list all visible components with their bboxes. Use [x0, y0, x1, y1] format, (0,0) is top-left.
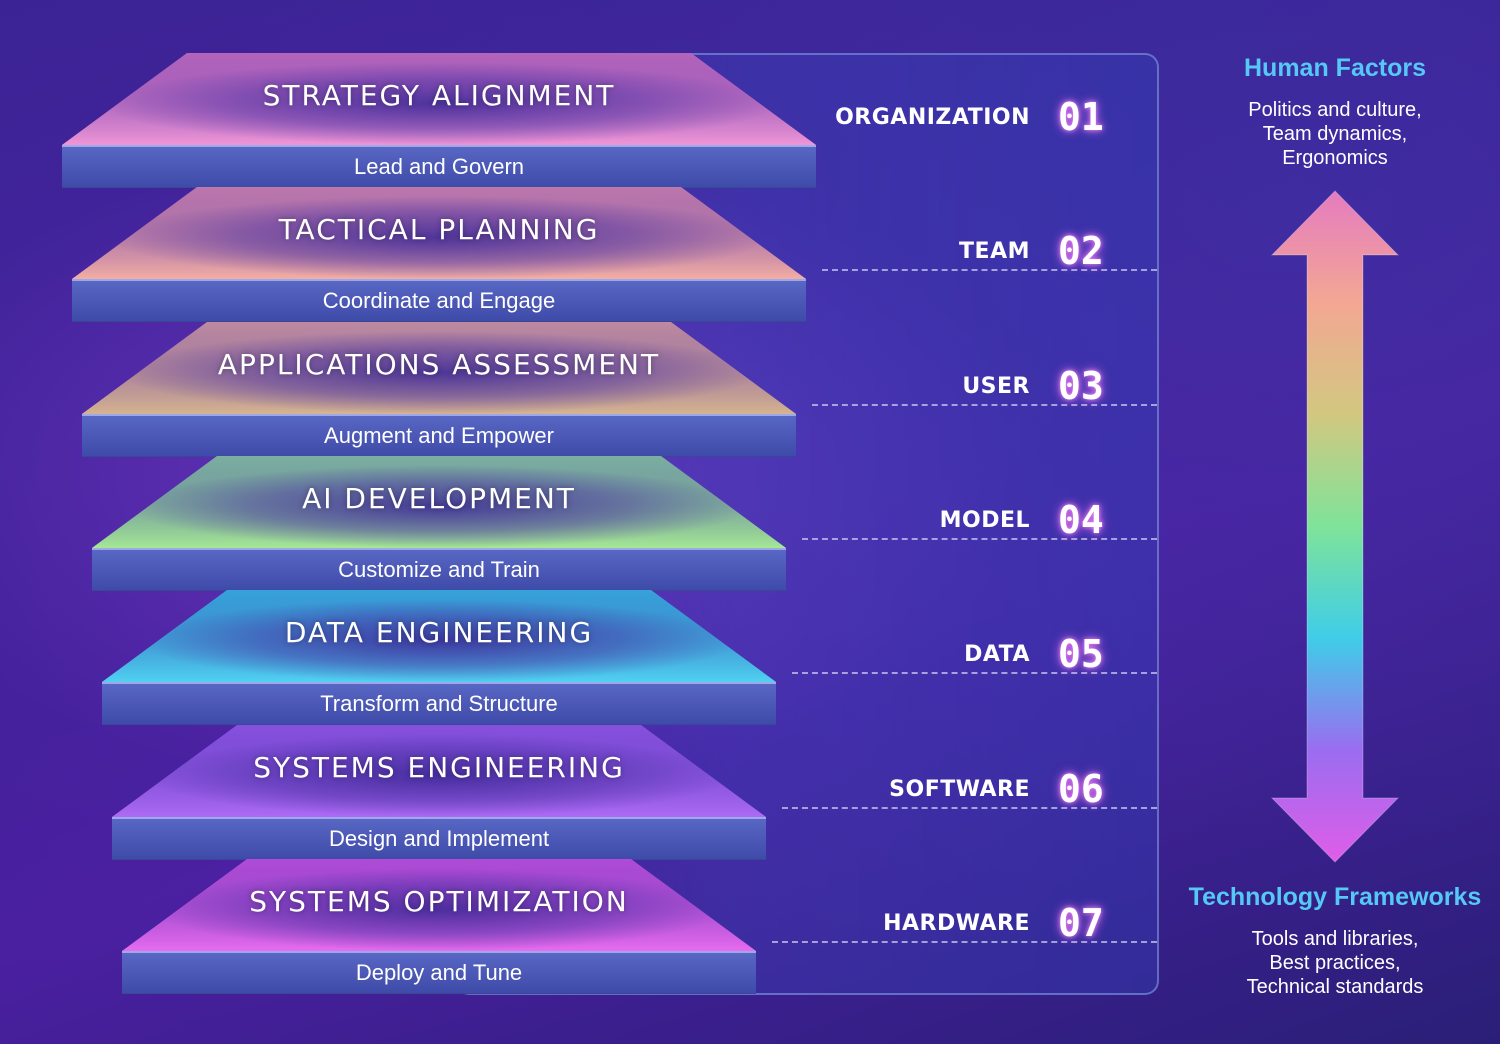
layer-number: 03: [1058, 363, 1104, 408]
layer-subtitle: Customize and Train: [338, 556, 540, 582]
layer-category-label: DATA: [964, 642, 1030, 668]
layer-subtitle: Coordinate and Engage: [322, 288, 556, 314]
layer-category-label: SOFTWARE: [889, 776, 1030, 802]
layer-category-label: HARDWARE: [883, 910, 1030, 936]
layer-title: STRATEGY ALIGNMENT: [262, 79, 616, 112]
layer-title: DATA ENGINEERING: [284, 616, 594, 650]
layer-category-label: USER: [962, 373, 1030, 399]
layer-surface: [82, 321, 796, 414]
layer-surface: [122, 858, 756, 951]
layer-3: APPLICATIONS ASSESSMENT Augment and Empow…: [82, 321, 796, 457]
layer-number: 05: [1058, 632, 1104, 677]
human-factors-line: Ergonomics: [1282, 147, 1388, 169]
technology-frameworks-line: Tools and libraries,: [1251, 928, 1419, 950]
layer-band: Lead and Govern: [62, 145, 816, 188]
technology-frameworks-line: Technical standards: [1246, 976, 1424, 998]
human-factors-line: Team dynamics,: [1262, 123, 1408, 145]
layer-subtitle: Lead and Govern: [353, 154, 525, 179]
layer-title: SYSTEMS ENGINEERING: [253, 750, 625, 784]
layer-category-label: ORGANIZATION: [835, 105, 1030, 130]
layer-subtitle: Transform and Structure: [320, 691, 558, 717]
layer-subtitle: Augment and Empower: [324, 422, 554, 448]
layer-subtitle: Deploy and Tune: [355, 959, 523, 985]
human-factors-title: Human Factors: [1244, 54, 1426, 82]
technology-frameworks-description: Tools and libraries, Best practices, Tec…: [1185, 927, 1485, 999]
layer-1: STRATEGY ALIGNMENT Lead and Govern: [62, 53, 816, 188]
layer-number: 04: [1058, 497, 1104, 542]
layer-band: Augment and Empower: [82, 413, 796, 457]
layer-category-label: TEAM: [959, 239, 1030, 265]
layer-surface: [92, 455, 786, 548]
row-divider: [812, 403, 1157, 406]
layer-title: TACTICAL PLANNING: [278, 213, 600, 247]
layer-6: SYSTEMS ENGINEERING Design and Implement: [112, 724, 766, 860]
layer-band: Customize and Train: [92, 547, 786, 591]
layer-4: AI DEVELOPMENT Customize and Train: [92, 455, 786, 591]
layer-number: 02: [1058, 229, 1104, 274]
layer-band: Coordinate and Engage: [72, 279, 806, 323]
layer-band: Design and Implement: [112, 816, 766, 860]
row-divider: [782, 806, 1157, 809]
human-factors-line: Politics and culture,: [1248, 99, 1422, 121]
layer-number: 07: [1058, 900, 1104, 945]
layer-band: Transform and Structure: [102, 682, 776, 726]
layer-surface: [72, 187, 806, 280]
layer-category-label: MODEL: [939, 507, 1030, 533]
layer-number: 06: [1058, 766, 1104, 811]
row-divider: [772, 940, 1157, 943]
row-divider: [802, 537, 1157, 540]
double-arrow-icon: [1270, 190, 1400, 863]
layer-subtitle: Design and Implement: [328, 825, 550, 851]
row-divider: [822, 269, 1157, 272]
layer-surface: [62, 53, 816, 145]
layer-surface: [102, 590, 776, 683]
layer-title: SYSTEMS OPTIMIZATION: [249, 884, 629, 918]
layer-surface: [112, 724, 766, 817]
layer-title: AI DEVELOPMENT: [302, 481, 576, 515]
technology-frameworks-line: Best practices,: [1269, 952, 1401, 974]
layer-title: APPLICATIONS ASSESSMENT: [217, 347, 661, 381]
layer-number: 01: [1058, 95, 1104, 139]
layer-7: SYSTEMS OPTIMIZATION Deploy and Tune: [122, 858, 756, 994]
layer-5: DATA ENGINEERING Transform and Structure: [102, 590, 776, 726]
layer-band: Deploy and Tune: [122, 950, 756, 994]
technology-frameworks-title: Technology Frameworks: [1188, 883, 1482, 911]
layer-2: TACTICAL PLANNING Coordinate and Engage: [72, 187, 806, 323]
row-divider: [792, 672, 1157, 675]
human-factors-description: Politics and culture, Team dynamics, Erg…: [1185, 98, 1485, 170]
